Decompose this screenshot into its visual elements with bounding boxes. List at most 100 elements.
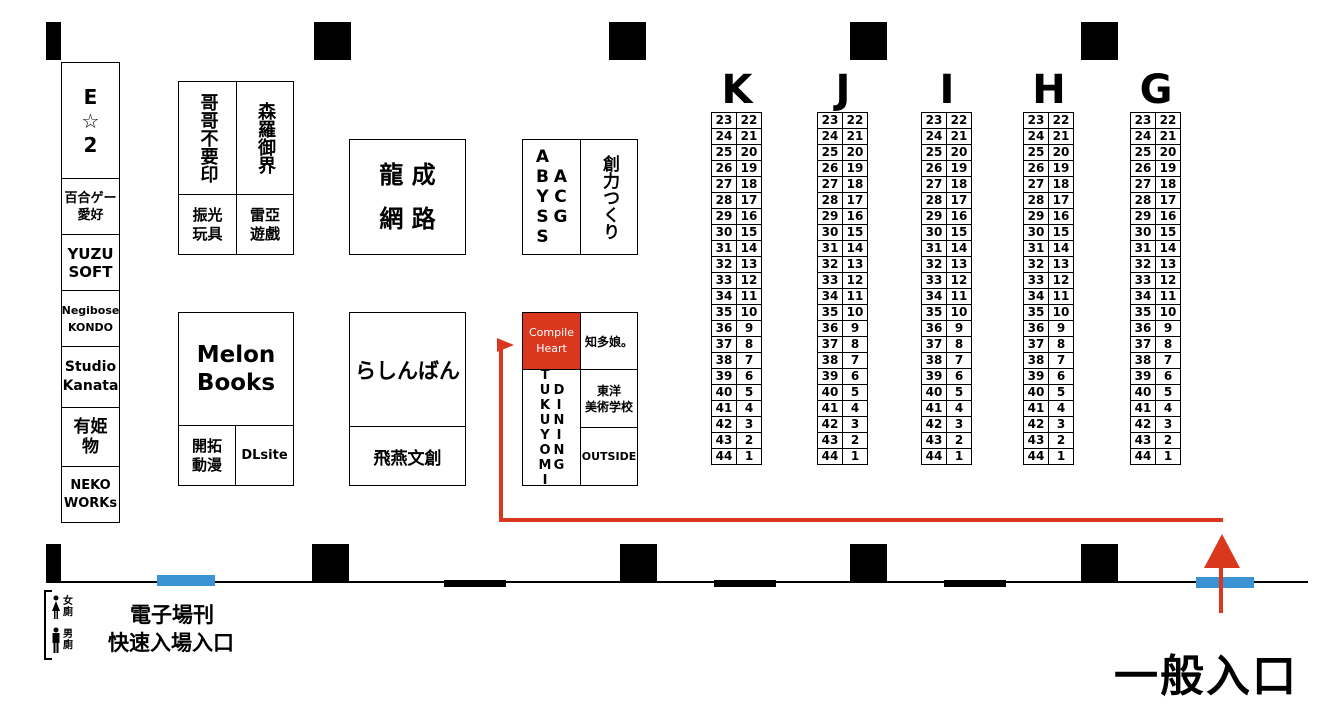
booth-number[interactable]: 20	[736, 144, 762, 161]
booth-number[interactable]: 35	[817, 304, 843, 321]
booth-e2[interactable]: E ☆ 2	[61, 62, 120, 179]
booth-number[interactable]: 15	[946, 224, 972, 241]
booth-number[interactable]: 9	[1155, 320, 1181, 337]
booth-number[interactable]: 9	[1048, 320, 1074, 337]
booth-number[interactable]: 43	[1130, 432, 1156, 449]
booth-number[interactable]: 26	[1130, 160, 1156, 177]
booth-number[interactable]: 5	[1048, 384, 1074, 401]
booth-number[interactable]: 31	[1130, 240, 1156, 257]
booth-number[interactable]: 15	[842, 224, 868, 241]
booth-number[interactable]: 30	[817, 224, 843, 241]
booth-number[interactable]: 16	[1048, 208, 1074, 225]
booth-number[interactable]: 14	[842, 240, 868, 257]
booth-number[interactable]: 18	[736, 176, 762, 193]
booth-number[interactable]: 19	[1048, 160, 1074, 177]
booth-number[interactable]: 26	[711, 160, 737, 177]
booth-number[interactable]: 21	[842, 128, 868, 145]
booth-number[interactable]: 10	[946, 304, 972, 321]
booth-number[interactable]: 44	[817, 448, 843, 465]
booth-number[interactable]: 27	[817, 176, 843, 193]
booth-number[interactable]: 11	[946, 288, 972, 305]
booth-kaituo[interactable]: 開拓 動漫	[178, 425, 236, 486]
booth-rashinban[interactable]: らしんばん	[349, 312, 466, 427]
booth-feiyan[interactable]: 飛燕文創	[349, 426, 466, 486]
booth-number[interactable]: 17	[1048, 192, 1074, 209]
booth-number[interactable]: 9	[736, 320, 762, 337]
booth-number[interactable]: 43	[1023, 432, 1049, 449]
booth-number[interactable]: 38	[1130, 352, 1156, 369]
booth-number[interactable]: 35	[921, 304, 947, 321]
booth-number[interactable]: 20	[1155, 144, 1181, 161]
booth-number[interactable]: 31	[817, 240, 843, 257]
booth-number[interactable]: 29	[921, 208, 947, 225]
booth-number[interactable]: 38	[921, 352, 947, 369]
booth-number[interactable]: 3	[1048, 416, 1074, 433]
booth-number[interactable]: 20	[946, 144, 972, 161]
booth-number[interactable]: 40	[711, 384, 737, 401]
booth-number[interactable]: 41	[1130, 400, 1156, 417]
booth-chitako[interactable]: 知多娘。	[580, 312, 638, 370]
booth-number[interactable]: 32	[1023, 256, 1049, 273]
booth-number[interactable]: 17	[1155, 192, 1181, 209]
booth-number[interactable]: 26	[1023, 160, 1049, 177]
booth-number[interactable]: 20	[1048, 144, 1074, 161]
booth-number[interactable]: 4	[736, 400, 762, 417]
booth-number[interactable]: 22	[842, 112, 868, 129]
booth-number[interactable]: 36	[1023, 320, 1049, 337]
booth-number[interactable]: 36	[921, 320, 947, 337]
booth-number[interactable]: 8	[736, 336, 762, 353]
booth-number[interactable]: 39	[921, 368, 947, 385]
booth-number[interactable]: 22	[946, 112, 972, 129]
booth-longcheng[interactable]: 龍 成 網 路	[349, 139, 466, 255]
booth-number[interactable]: 16	[1155, 208, 1181, 225]
booth-number[interactable]: 24	[711, 128, 737, 145]
booth-number[interactable]: 3	[842, 416, 868, 433]
booth-dlsite[interactable]: DLsite	[235, 425, 294, 486]
booth-number[interactable]: 41	[1023, 400, 1049, 417]
booth-number[interactable]: 38	[1023, 352, 1049, 369]
booth-number[interactable]: 1	[1048, 448, 1074, 465]
booth-number[interactable]: 25	[1130, 144, 1156, 161]
booth-number[interactable]: 23	[1023, 112, 1049, 129]
booth-number[interactable]: 34	[921, 288, 947, 305]
booth-number[interactable]: 9	[946, 320, 972, 337]
booth-number[interactable]: 15	[1048, 224, 1074, 241]
booth-number[interactable]: 15	[736, 224, 762, 241]
booth-number[interactable]: 23	[711, 112, 737, 129]
booth-number[interactable]: 22	[1048, 112, 1074, 129]
booth-gege[interactable]: 哥哥不要印	[178, 81, 237, 195]
booth-number[interactable]: 41	[817, 400, 843, 417]
booth-number[interactable]: 28	[921, 192, 947, 209]
booth-number[interactable]: 25	[921, 144, 947, 161]
booth-number[interactable]: 40	[1130, 384, 1156, 401]
booth-number[interactable]: 8	[1155, 336, 1181, 353]
booth-kanata[interactable]: Studio Kanata	[61, 346, 120, 408]
booth-number[interactable]: 6	[736, 368, 762, 385]
booth-number[interactable]: 42	[711, 416, 737, 433]
booth-number[interactable]: 37	[921, 336, 947, 353]
booth-number[interactable]: 4	[1048, 400, 1074, 417]
booth-melon[interactable]: Melon Books	[178, 312, 294, 426]
booth-number[interactable]: 2	[842, 432, 868, 449]
booth-number[interactable]: 5	[946, 384, 972, 401]
booth-number[interactable]: 7	[1048, 352, 1074, 369]
booth-number[interactable]: 32	[921, 256, 947, 273]
booth-number[interactable]: 19	[842, 160, 868, 177]
booth-number[interactable]: 28	[711, 192, 737, 209]
booth-number[interactable]: 1	[736, 448, 762, 465]
booth-number[interactable]: 39	[1130, 368, 1156, 385]
booth-number[interactable]: 29	[1130, 208, 1156, 225]
booth-number[interactable]: 42	[921, 416, 947, 433]
booth-number[interactable]: 33	[921, 272, 947, 289]
booth-number[interactable]: 28	[1023, 192, 1049, 209]
booth-number[interactable]: 17	[736, 192, 762, 209]
booth-dining-tukuyomi[interactable]: TUKUYOMI DINING	[522, 368, 581, 488]
booth-number[interactable]: 1	[1155, 448, 1181, 465]
booth-leiya[interactable]: 雷亞 遊戲	[236, 194, 294, 255]
booth-number[interactable]: 33	[1023, 272, 1049, 289]
booth-number[interactable]: 19	[946, 160, 972, 177]
booth-number[interactable]: 2	[946, 432, 972, 449]
booth-number[interactable]: 37	[1023, 336, 1049, 353]
booth-number[interactable]: 20	[842, 144, 868, 161]
booth-number[interactable]: 22	[1155, 112, 1181, 129]
